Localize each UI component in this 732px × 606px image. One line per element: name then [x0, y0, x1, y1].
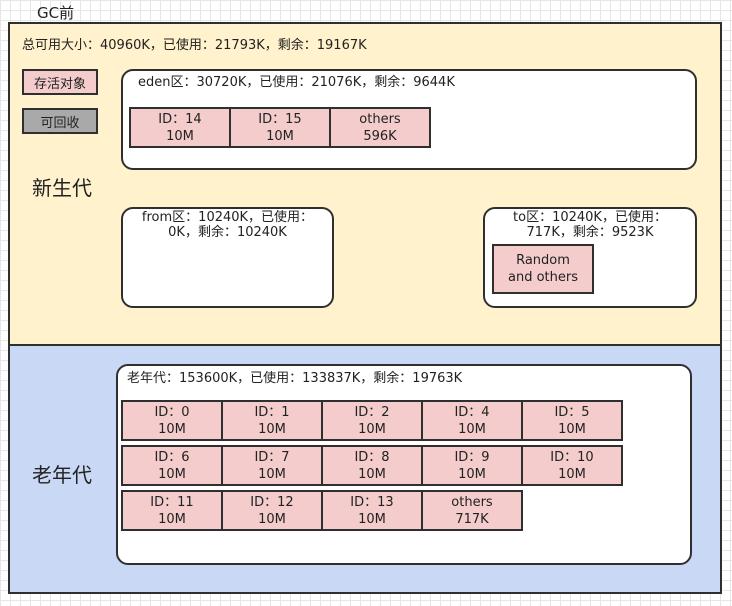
object-size: 10M	[158, 511, 186, 527]
from-survivor-area	[121, 207, 334, 308]
object-size: 10M	[258, 421, 286, 437]
object-id: ID：6	[154, 449, 190, 465]
object-id: ID：12	[250, 494, 294, 510]
object-size: 10M	[458, 421, 486, 437]
object-name-line1: Random	[516, 253, 570, 268]
eden-object: others 596K	[329, 107, 431, 148]
object-id: ID：8	[354, 449, 390, 465]
object-size: 10M	[266, 128, 294, 144]
object-size: 10M	[558, 421, 586, 437]
to-label-line1: to区：10240K，已使用：	[513, 210, 667, 225]
old-gen-area-label: 老年代：153600K，已使用：133837K，剩余：19763K	[127, 371, 463, 386]
object-id: ID：15	[258, 111, 302, 127]
legend-live-objects: 存活对象	[22, 69, 98, 95]
object-id: ID：4	[454, 404, 490, 420]
old-generation-label: 老年代	[32, 463, 92, 487]
object-id: ID：5	[554, 404, 590, 420]
eden-object: ID：15 10M	[229, 107, 331, 148]
object-id: others	[451, 494, 493, 510]
to-label-line2: 717K，剩余：9523K	[526, 225, 654, 240]
young-generation-label: 新生代	[32, 176, 92, 200]
object-id: ID：2	[354, 404, 390, 420]
from-label-line2: 0K，剩余：10240K	[168, 225, 287, 240]
diagram-title: GC前	[37, 4, 75, 22]
object-size: 10M	[258, 466, 286, 482]
object-size: 10M	[358, 511, 386, 527]
object-size: 10M	[158, 421, 186, 437]
total-size-info: 总可用大小：40960K，已使用：21793K，剩余：19167K	[22, 38, 367, 53]
from-label: from区：10240K，已使用： 0K，剩余：10240K	[123, 210, 332, 240]
object-size: 10M	[358, 421, 386, 437]
object-id: ID：7	[254, 449, 290, 465]
object-id: ID：0	[154, 404, 190, 420]
to-label: to区：10240K，已使用： 717K，剩余：9523K	[485, 210, 695, 240]
object-id: ID：14	[158, 111, 202, 127]
object-size: 596K	[363, 128, 397, 144]
eden-label: eden区：30720K，已使用：21076K，剩余：9644K	[138, 75, 455, 90]
object-id: ID：9	[454, 449, 490, 465]
object-id: ID：13	[350, 494, 394, 510]
object-id: ID：1	[254, 404, 290, 420]
to-object: Random and others	[492, 244, 594, 294]
object-size: 717K	[455, 511, 489, 527]
object-id: ID：10	[550, 449, 594, 465]
object-size: 10M	[358, 466, 386, 482]
from-label-line1: from区：10240K，已使用：	[141, 210, 314, 225]
object-size: 10M	[166, 128, 194, 144]
object-size: 10M	[258, 511, 286, 527]
legend-collectable: 可回收	[22, 108, 98, 134]
object-size: 10M	[158, 466, 186, 482]
object-id: ID：11	[150, 494, 194, 510]
object-id: others	[359, 111, 401, 127]
object-name-line2: and others	[508, 270, 578, 285]
object-size: 10M	[458, 466, 486, 482]
object-size: 10M	[558, 466, 586, 482]
eden-object: ID：14 10M	[129, 107, 231, 148]
